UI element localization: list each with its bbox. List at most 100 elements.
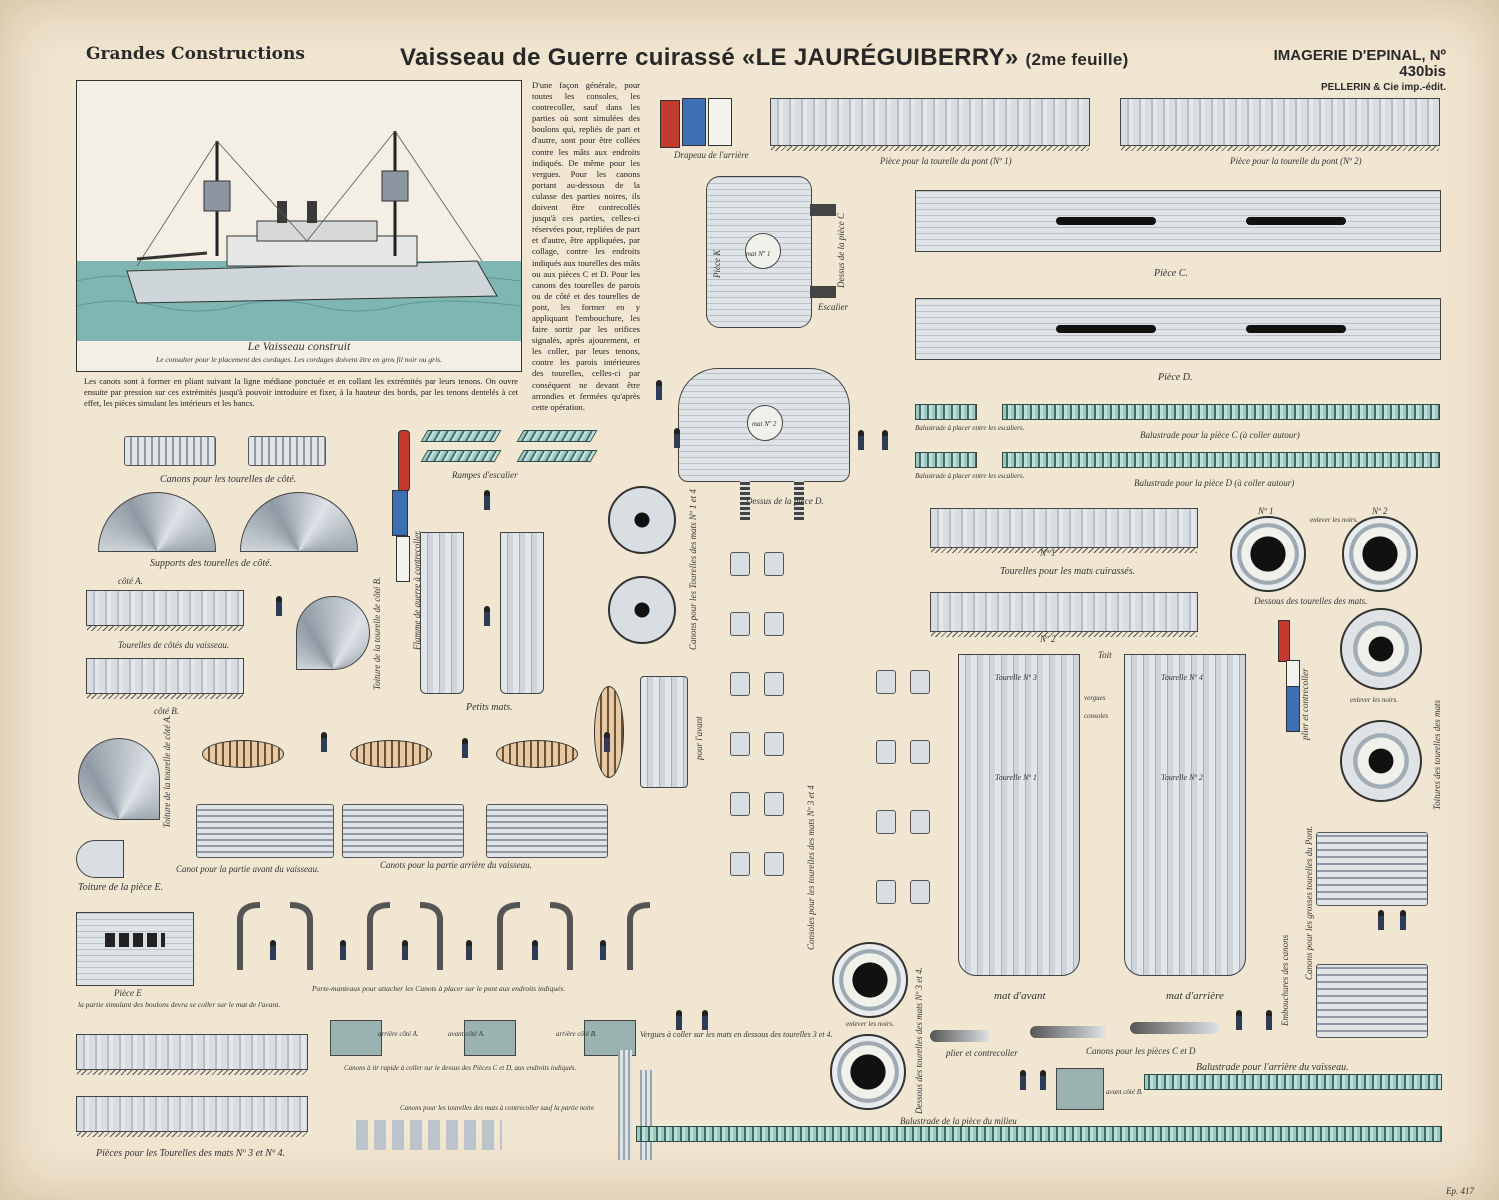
roof-side-a-label: Toiture de la tourelle de côté A. (162, 714, 172, 828)
roof-piece-e (76, 840, 124, 878)
stair-ramps-label: Rampes d'escalier (452, 470, 518, 480)
ship-drawing (76, 130, 522, 341)
side-turret-b (86, 658, 244, 699)
rear-flag-blue (682, 98, 706, 146)
top-piece-d (678, 368, 850, 482)
guns-cd-label: Canons pour les pièces C et D (1086, 1046, 1196, 1056)
sailor-figure (532, 940, 538, 960)
console-piece (910, 810, 930, 834)
small-mast (420, 532, 464, 694)
console-piece (876, 670, 896, 694)
roof-side-a (78, 738, 160, 820)
boat-rear-piece (486, 804, 608, 858)
mast-turret-2-strip (930, 592, 1198, 637)
yard (640, 1070, 652, 1160)
rapid-gun-front-b (1056, 1068, 1104, 1110)
sailor-figure (882, 430, 888, 450)
rail-d-label: Balustrade pour la pièce D (à coller aut… (1134, 478, 1295, 488)
sailor-figure (1400, 910, 1406, 930)
mast-turrets-label: Tourelles pour les mats cuirassés. (1000, 566, 1136, 577)
console-piece (730, 852, 750, 876)
general-instructions: D'une façon générale, pour toutes les co… (532, 80, 640, 412)
console-piece (730, 672, 750, 696)
sailor-figure (1040, 1070, 1046, 1090)
front-piece (640, 676, 688, 788)
mast-rear: Tourelle Nº 4 Tourelle Nº 2 (1124, 654, 1246, 976)
console-piece (764, 732, 784, 756)
piece-c (915, 190, 1441, 252)
boat-rear-piece (342, 804, 464, 858)
roof-side-b (296, 596, 370, 670)
mast-turret-1-number: Nº 1 (1040, 548, 1056, 558)
rapid-gun-front-a (464, 1020, 516, 1056)
gun-cd (1030, 1026, 1106, 1038)
rapid-gun-rear-a (330, 1020, 382, 1056)
illustration-subcaption: Le consulter pour le placement des corda… (156, 355, 442, 364)
top-piece-c-label: Dessus de la pièce C (836, 213, 846, 288)
small-mast (500, 532, 544, 694)
turret-bridge-1-piece (770, 98, 1090, 151)
console-piece (876, 740, 896, 764)
under-mast-turrets-label: Dessous des tourelles des mats. (1254, 596, 1368, 606)
mast-turret-1-strip (930, 508, 1198, 553)
under-mast-turret-2-number: Nº 2 (1372, 506, 1388, 516)
stair-ramp (420, 430, 502, 442)
console-piece (910, 880, 930, 904)
side-guns-label: Canons pour les tourelles de côté. (160, 474, 297, 485)
big-bridge-gun (1316, 964, 1428, 1038)
front-b-label: avant côté B. (1106, 1088, 1143, 1096)
sailor-figure (321, 732, 327, 752)
turret-4-label: Tourelle Nº 4 (1161, 673, 1203, 682)
boats-rear-label: Canots pour la partie arrière du vaissea… (380, 860, 532, 870)
sailor-figure (676, 1010, 682, 1030)
mast-2-hole (747, 405, 783, 441)
sailor-figure (466, 940, 472, 960)
console-piece (876, 810, 896, 834)
mast-1-hole (745, 233, 781, 269)
stair-ramp (516, 450, 598, 462)
console-piece (730, 612, 750, 636)
console-piece (910, 670, 930, 694)
boat-front-label: Canot pour la partie avant du vaisseau. (176, 864, 320, 874)
mast-rear-label: mat d'arrière (1166, 990, 1224, 1002)
side-b-label: côté B. (154, 706, 179, 716)
rear-flag-red (660, 100, 680, 148)
under-mast-turret-4-disc (830, 1034, 906, 1110)
series-title: Grandes Constructions (86, 44, 305, 64)
under-mast-turret-2-disc (1342, 516, 1418, 592)
console-piece (764, 792, 784, 816)
rail-d-small-label: Balustrade à placer entre les escaliers. (915, 472, 1025, 480)
mast-2-label: mat Nº 2 (752, 420, 777, 428)
front-a-label: avant côté A. (448, 1030, 485, 1038)
piece-d-slot (1056, 325, 1156, 333)
under-mast-turret-1-number: Nº 1 (1258, 506, 1274, 516)
sailor-figure (600, 940, 606, 960)
rear-b-label: arrière côté B. (556, 1030, 597, 1038)
piece-e-label: Pièce E (114, 988, 142, 998)
sheet-number: (2me feuille) (1025, 50, 1129, 69)
side-gun-1 (124, 436, 216, 466)
piece-c-label: Pièce C. (1154, 268, 1188, 279)
piece-d-label: Pièce D. (1158, 372, 1193, 383)
side-support-b (240, 492, 358, 552)
gun-cd (930, 1030, 990, 1042)
mast-turret-guns (356, 1120, 502, 1150)
war-pennant-white (396, 536, 410, 582)
roof-mast-turret-2 (1340, 608, 1422, 690)
piece-k-label: Pièce K (712, 249, 722, 278)
turret-1-label: Tourelle Nº 1 (995, 773, 1037, 782)
console-piece (764, 552, 784, 576)
rear-flag-white (708, 98, 732, 146)
stair-ramp (420, 450, 502, 462)
roof-mast-turret-1 (1340, 720, 1422, 802)
side-support-a (98, 492, 216, 552)
piece-k (706, 176, 812, 328)
piece-d (915, 298, 1441, 360)
roof-mast-turrets-label: Toitures des tourelles des mats (1432, 699, 1442, 810)
piece-c-slot (1056, 217, 1156, 225)
sailor-figure (656, 380, 662, 400)
mast-front: Tourelle Nº 3 Tourelle Nº 1 (958, 654, 1080, 976)
turret-2-label: Tourelle Nº 2 (1161, 773, 1203, 782)
sailor-figure (484, 490, 490, 510)
sailor-figure (1236, 1010, 1242, 1030)
